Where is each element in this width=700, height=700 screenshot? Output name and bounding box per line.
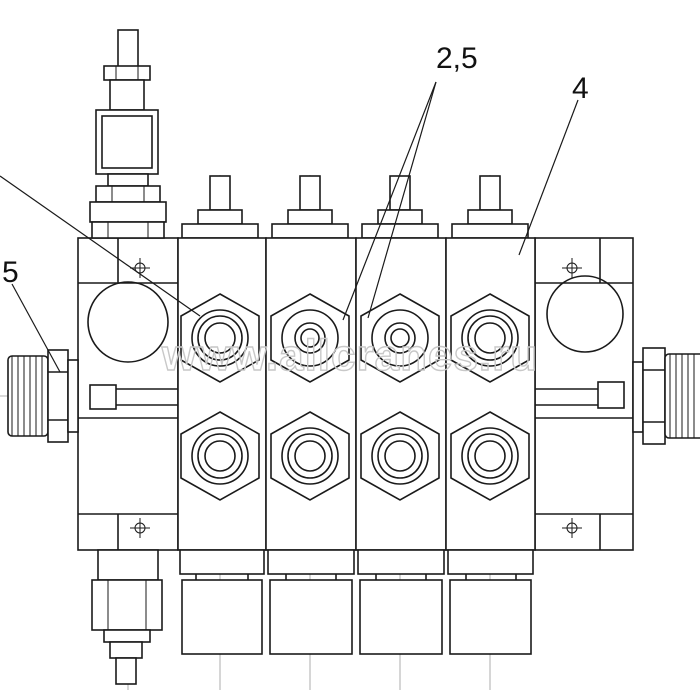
spool-section-1 xyxy=(177,175,267,655)
watermark-text: www.allcranes.ru xyxy=(161,331,538,380)
leader-line-25-a xyxy=(342,81,437,321)
spool-section-4 xyxy=(445,175,536,655)
callout-label-4: 4 xyxy=(572,72,589,105)
right-fitting xyxy=(632,347,700,445)
bottom-valve xyxy=(91,549,163,685)
right-end-cover xyxy=(534,237,634,551)
leader-lines xyxy=(0,81,579,373)
leader-line-4 xyxy=(518,99,579,256)
callout-label-5: 5 xyxy=(2,256,19,289)
leader-line-5 xyxy=(11,283,61,373)
top-relief-valve xyxy=(89,29,167,239)
leader-line-25-b xyxy=(367,81,437,319)
spool-section-3 xyxy=(355,175,447,655)
left-end-cover xyxy=(77,237,179,551)
leader-line-left xyxy=(0,175,201,317)
left-fitting xyxy=(7,349,79,443)
callout-label-25: 2,5 xyxy=(436,42,478,75)
spool-section-2 xyxy=(265,175,357,655)
